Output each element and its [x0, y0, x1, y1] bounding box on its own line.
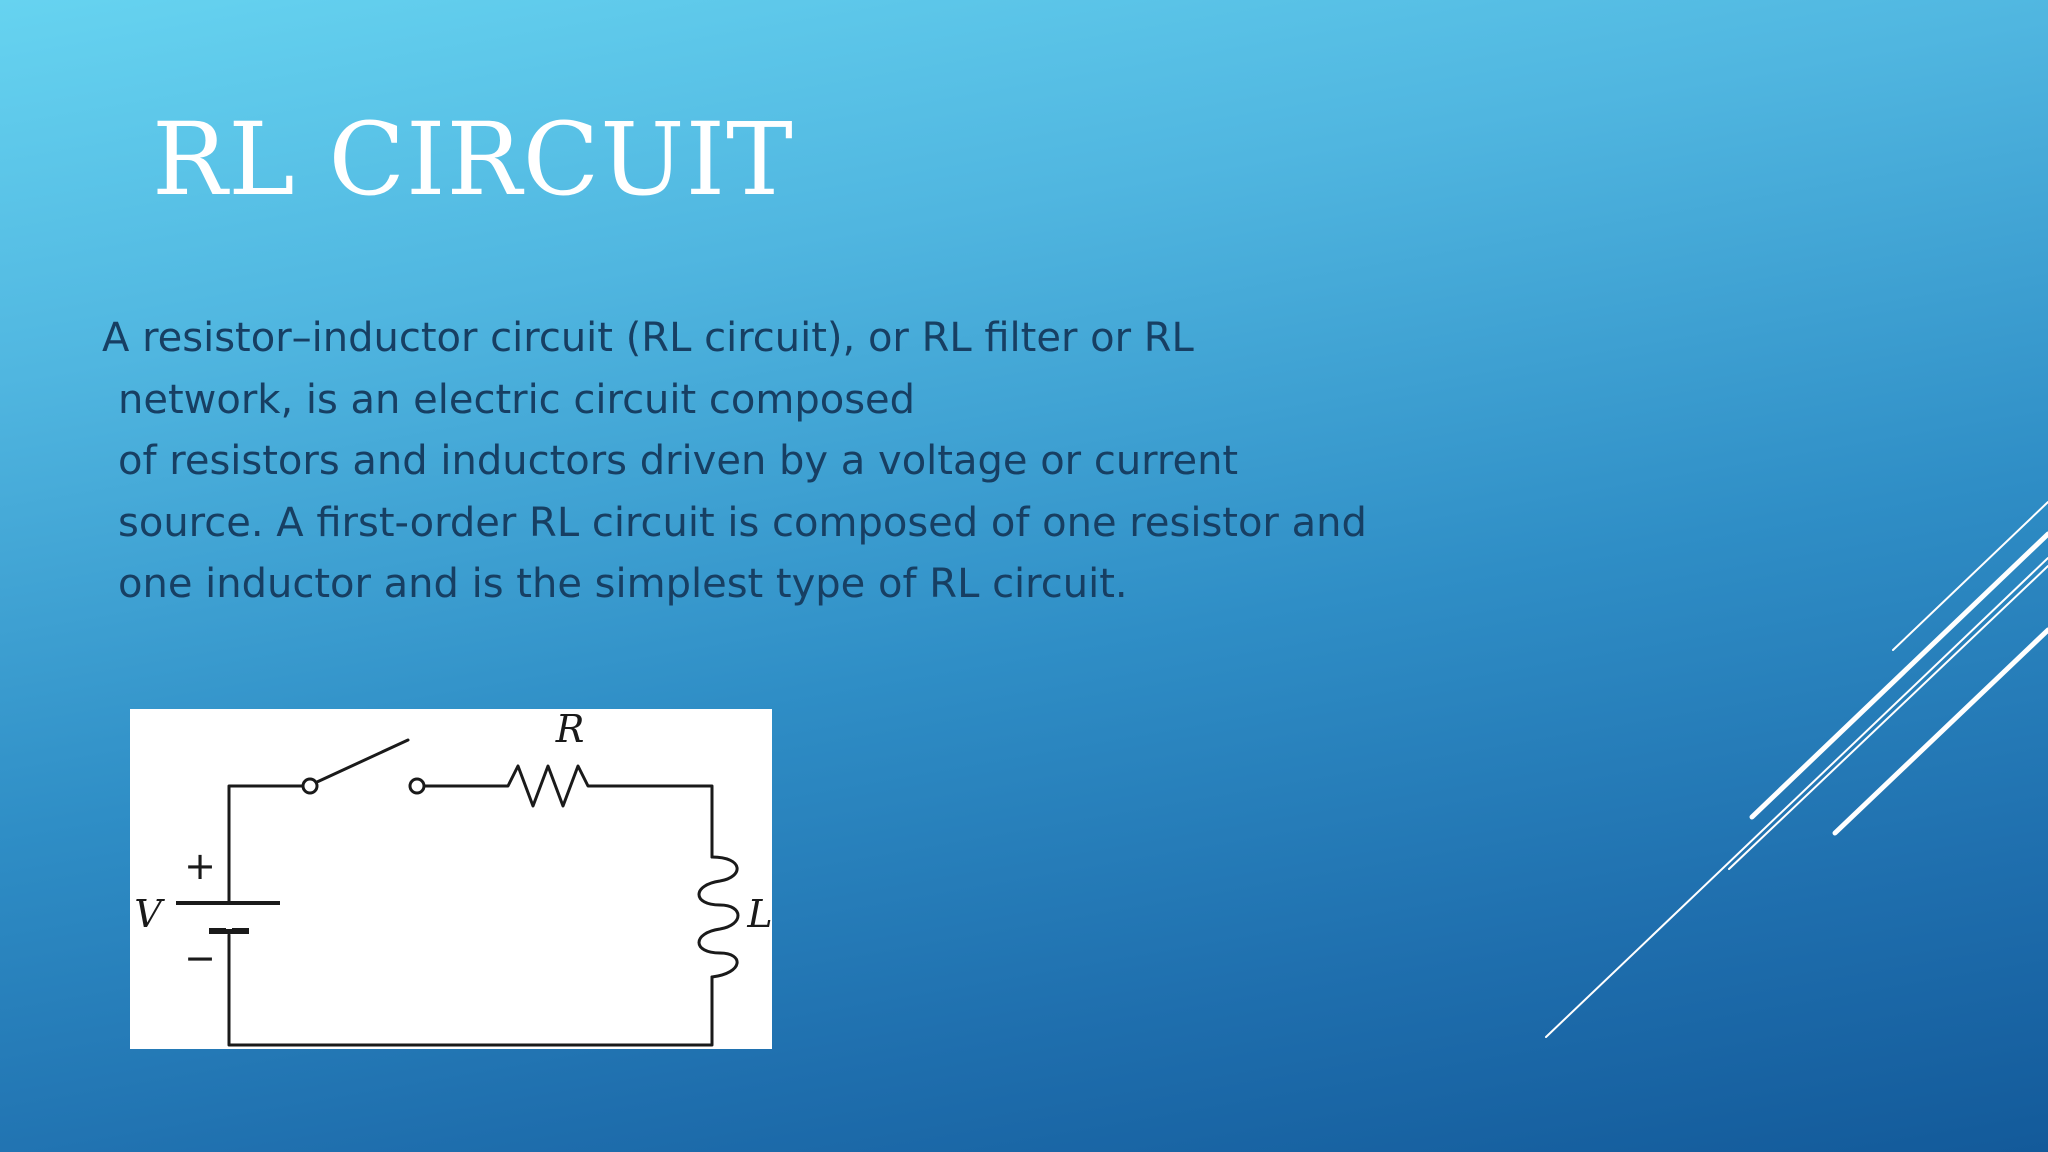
body-line-3: of resistors and inductors driven by a v…: [118, 438, 1239, 484]
circuit-svg: R L V + −: [134, 709, 772, 1047]
body-line-1: A resistor–inductor circuit (RL circuit)…: [102, 315, 1194, 361]
slide-title: RL CIRCUIT: [152, 101, 794, 218]
switch-contact-right: [408, 777, 426, 795]
body-line-5: one inductor and is the simplest type of…: [118, 561, 1128, 607]
deco-line-3: [1832, 627, 2048, 836]
source-label: V: [134, 892, 165, 936]
body-line-2: network, is an electric circuit composed: [118, 376, 916, 423]
inductor-label: L: [746, 892, 772, 936]
deco-line-2: [1749, 531, 2048, 820]
deco-line-1: [1545, 557, 2048, 1038]
deco-line-4: [1728, 565, 2048, 870]
rl-circuit-diagram: R L V + −: [130, 709, 772, 1049]
deco-line-5: [1892, 501, 2048, 651]
wire-bottom: [227, 933, 714, 1047]
switch-contact-left: [301, 777, 319, 795]
minus-sign: −: [184, 936, 216, 980]
body-line-4: source. A first-order RL circuit is comp…: [118, 499, 1367, 546]
plus-sign: +: [184, 844, 216, 888]
switch-blade: [315, 738, 410, 784]
body-text: A resistor–inductor circuit (RL circuit)…: [102, 308, 1562, 616]
resistor-label: R: [555, 709, 585, 751]
inductor-coil: [697, 855, 740, 979]
wire-left: [227, 784, 312, 929]
wire-top: [422, 764, 714, 859]
